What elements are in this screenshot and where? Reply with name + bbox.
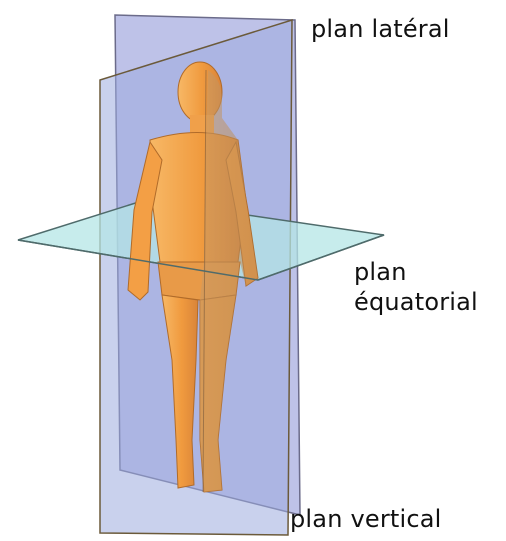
label-plan-lateral: plan latéral — [311, 14, 450, 44]
label-plan-equatorial-line2: équatorial — [354, 287, 478, 317]
label-plan-vertical: plan vertical — [290, 504, 442, 534]
label-plan-equatorial-line1: plan — [354, 257, 478, 287]
label-plan-equatorial: plan équatorial — [354, 257, 478, 317]
